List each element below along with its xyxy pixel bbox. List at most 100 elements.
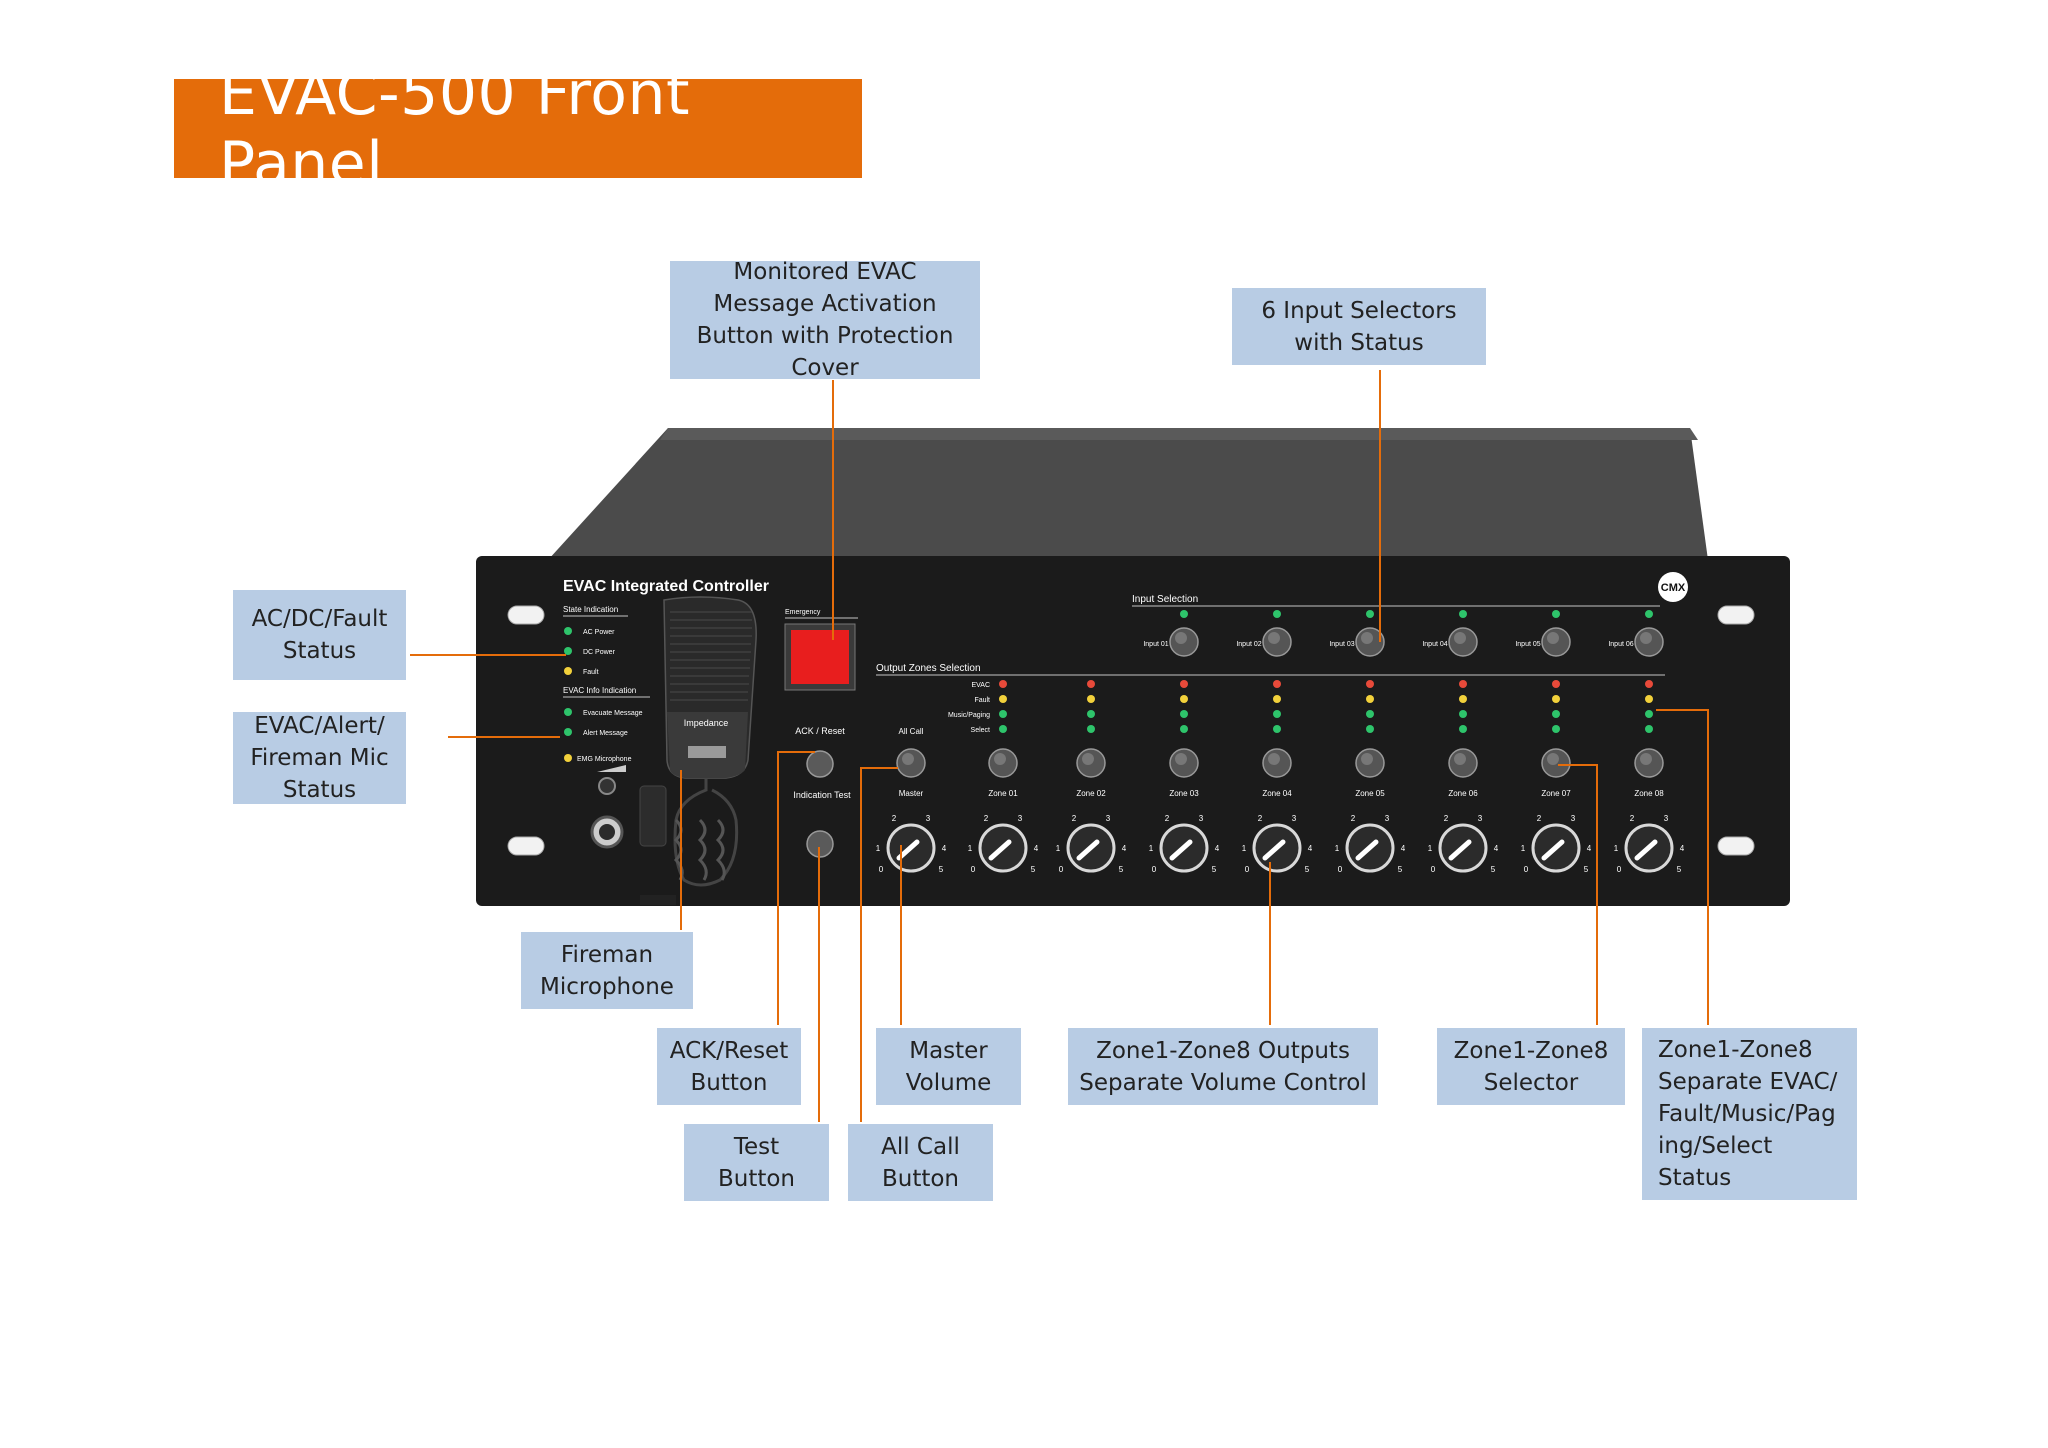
input-label-6: Input 06 (1608, 641, 1633, 648)
status-row-label: Fault (974, 697, 990, 704)
zone-status-led (1273, 680, 1281, 688)
all-call-label: All Call (899, 727, 924, 736)
knob-pointer (1541, 839, 1565, 861)
volume-scale-mark: 3 (1478, 814, 1483, 823)
zone-status-led (1552, 710, 1560, 718)
zone-status-led (1366, 695, 1374, 703)
evac-info-label: EVAC Info Indication (563, 686, 636, 695)
rack-slot-tr (1717, 605, 1755, 625)
mic-holder (639, 785, 667, 847)
emergency-button[interactable] (791, 630, 849, 684)
knob-pointer (1076, 839, 1100, 861)
logo-text: CMX (1661, 582, 1686, 594)
zone-status-led (1366, 725, 1374, 733)
evacuate-message-led (564, 708, 572, 716)
input-selection-label: Input Selection (1132, 594, 1198, 605)
zone-status-led (1180, 695, 1188, 703)
zone-status-led (1552, 680, 1560, 688)
input-status-led-4 (1459, 610, 1467, 618)
volume-scale-mark: 1 (1614, 844, 1619, 853)
zone-status-led (1645, 695, 1653, 703)
volume-scale-mark: 1 (1149, 844, 1154, 853)
zone-label-8: Zone 08 (1634, 789, 1664, 798)
zone-status-led (1087, 680, 1095, 688)
knob-pointer (1355, 839, 1379, 861)
volume-scale-mark: 0 (1152, 865, 1157, 874)
ac-power-led (564, 627, 572, 635)
ack-reset-label: ACK / Reset (795, 726, 845, 736)
rack-slot-br (1717, 836, 1755, 856)
zone-status-led (1273, 725, 1281, 733)
volume-scale-mark: 0 (1617, 865, 1622, 874)
zone-status-led (1180, 680, 1188, 688)
volume-scale-mark: 2 (892, 814, 897, 823)
zone-status-led (1459, 725, 1467, 733)
volume-scale-mark: 2 (1165, 814, 1170, 823)
brand-label: EVAC Integrated Controller (563, 578, 769, 595)
callout-master-volume: Master Volume (876, 1028, 1021, 1105)
zone-label-3: Zone 03 (1169, 789, 1199, 798)
indication-test-label: Indication Test (793, 790, 851, 800)
callout-zone-volume: Zone1-Zone8 Outputs Separate Volume Cont… (1068, 1028, 1378, 1105)
zone-status-led (1459, 695, 1467, 703)
volume-scale-mark: 2 (1537, 814, 1542, 823)
dc-power-led (564, 647, 572, 655)
zone-label-5: Zone 05 (1355, 789, 1385, 798)
ac-power-label: AC Power (583, 629, 615, 636)
volume-scale-mark: 4 (1034, 844, 1039, 853)
volume-scale-mark: 0 (1338, 865, 1343, 874)
volume-scale-mark: 1 (876, 844, 881, 853)
callout-fireman-microphone: Fireman Microphone (521, 932, 693, 1009)
callout-mic-status: EVAC/Alert/ Fireman Mic Status (233, 712, 406, 804)
volume-scale-mark: 3 (1664, 814, 1669, 823)
volume-scale-mark: 0 (971, 865, 976, 874)
volume-scale-mark: 0 (879, 865, 884, 874)
ack-reset-button[interactable] (806, 750, 834, 778)
volume-scale-mark: 3 (1385, 814, 1390, 823)
dc-power-label: DC Power (583, 649, 616, 656)
volume-scale-mark: 1 (1242, 844, 1247, 853)
volume-scale-mark: 5 (1398, 865, 1403, 874)
volume-scale-mark: 0 (1059, 865, 1064, 874)
zone-status-led (1552, 725, 1560, 733)
knob-pointer (1634, 839, 1658, 861)
alert-message-label: Alert Message (583, 730, 628, 737)
volume-scale-mark: 4 (1122, 844, 1127, 853)
fault-led (564, 667, 572, 675)
input-status-led-6 (1645, 610, 1653, 618)
zone-status-led (1645, 710, 1653, 718)
volume-scale-mark: 2 (1630, 814, 1635, 823)
volume-scale-mark: 2 (1444, 814, 1449, 823)
volume-scale-mark: 5 (1305, 865, 1310, 874)
callout-input-selectors: 6 Input Selectors with Status (1232, 288, 1486, 365)
input-label-4: Input 04 (1422, 641, 1447, 648)
callout-emergency-button: Monitored EVAC Message Activation Button… (670, 259, 980, 381)
zone-status-led (999, 725, 1007, 733)
volume-scale-mark: 5 (1119, 865, 1124, 874)
status-row-label: EVAC (971, 682, 990, 689)
zone-status-led (1645, 725, 1653, 733)
volume-scale-mark: 5 (1491, 865, 1496, 874)
volume-scale-mark: 3 (1199, 814, 1204, 823)
fault-label: Fault (583, 669, 599, 676)
callout-acdc-fault-status: AC/DC/Fault Status (233, 590, 406, 680)
volume-scale-mark: 4 (942, 844, 947, 853)
zone-label-4: Zone 04 (1262, 789, 1292, 798)
volume-scale-mark: 3 (1292, 814, 1297, 823)
status-row-label: Music/Paging (948, 712, 990, 719)
rack-slot-tl (507, 605, 545, 625)
zone-status-led (1459, 710, 1467, 718)
zone-label-1: Zone 01 (988, 789, 1018, 798)
fireman-microphone[interactable]: Impedance (640, 596, 757, 905)
state-indication-label: State Indication (563, 605, 618, 614)
volume-scale-mark: 4 (1215, 844, 1220, 853)
volume-scale-mark: 1 (1056, 844, 1061, 853)
volume-scale-mark: 3 (1018, 814, 1023, 823)
input-status-led-5 (1552, 610, 1560, 618)
volume-scale-mark: 0 (1431, 865, 1436, 874)
volume-scale-mark: 4 (1587, 844, 1592, 853)
leader-lines (410, 370, 1709, 1122)
volume-scale-mark: 5 (1584, 865, 1589, 874)
zone-label-6: Zone 06 (1448, 789, 1478, 798)
